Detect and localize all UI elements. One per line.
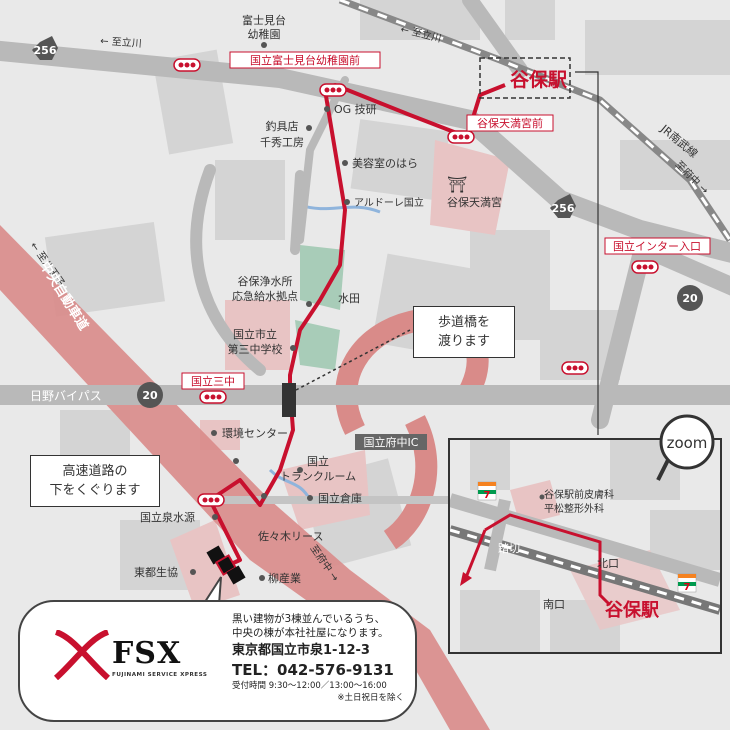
fuchu-ic-label: 国立府中IC	[364, 435, 419, 449]
water-plant-label-1: 谷保浄水所	[238, 274, 293, 288]
info-text: 黒い建物が3棟並んでいるうち、 中央の棟が本社社屋になります。 東京都国立市泉1…	[232, 612, 412, 704]
svg-text:7: 7	[684, 582, 691, 593]
school-label-2: 第三中学校	[228, 342, 283, 356]
route-256-b: 256	[552, 202, 575, 215]
sasaki-lease-label: 佐々木リース	[258, 529, 323, 543]
fujimidai-label-2: 幼稚園	[248, 28, 281, 41]
izumi-suigen-label: 国立泉水源	[140, 510, 195, 524]
pedestrian-bridge	[282, 383, 296, 417]
to-tachikawa-1: ← 至立川	[100, 34, 142, 50]
bus-stop-markers	[173, 58, 659, 507]
zoom-clinic-line-1: 谷保駅前皮膚科	[544, 488, 614, 501]
pink-areas	[170, 140, 510, 610]
fsx-logo: FSX FUJINAMI SERVICE XPRESS	[54, 622, 224, 682]
zoom-fumikiri: 踏切	[498, 541, 520, 555]
under-road-line-2: 下をくぐります	[49, 483, 141, 498]
kankyo-center-label: 環境センター	[222, 426, 288, 440]
zoom-north-exit: 北口	[597, 557, 619, 570]
fsx-brand-sub: FUJINAMI SERVICE XPRESS	[112, 672, 208, 678]
route-256-a: 256	[34, 44, 57, 57]
route-shield-256-b	[550, 194, 576, 218]
magnifier-icon: zoom	[656, 414, 715, 481]
route-20-b: 20	[682, 292, 698, 305]
seven-eleven-icon-1: 7	[477, 481, 497, 501]
zoom-label: zoom	[667, 434, 708, 452]
route-shield-256-a	[32, 36, 58, 60]
trunk-room-label-2: トランクルーム	[280, 470, 356, 483]
zoom-clinic-line-2: 平松整形外科	[544, 502, 604, 515]
yaho-tenmangu-mae: 谷保天満宮前	[477, 116, 543, 130]
trunk-room-label-1: 国立	[307, 454, 329, 468]
arudore-label: アルドーレ国立	[354, 196, 424, 209]
label-boxes	[181, 51, 711, 450]
hodokyo-line-1: 歩道橋を	[437, 315, 490, 330]
og-label: OG 技研	[334, 103, 377, 116]
suiden-label: 水田	[338, 292, 360, 305]
fsx-buildings	[206, 545, 246, 585]
info-closed: ※土日祝日を除く	[337, 693, 404, 703]
fujimidai-label-1: 富士見台	[242, 13, 286, 27]
zoom-south-exit: 南口	[543, 598, 565, 611]
info-tel: TEL：042-576-9131	[232, 661, 394, 679]
roads	[0, 0, 730, 504]
seven-eleven-icon-2: 7	[677, 573, 697, 593]
biyoshitsu-label: 美容室のはら	[352, 156, 418, 170]
tsurigu-label-1: 釣具店	[266, 119, 299, 133]
tokyo-seikyo-label: 東都生協	[134, 565, 178, 579]
fsx-brand: FSX	[112, 636, 182, 671]
jr-line	[338, 0, 730, 242]
interchange-entrance: 国立インター入口	[613, 239, 701, 253]
route-shield-20-b	[677, 285, 703, 311]
info-note-2: 中央の棟が本社社屋になります。	[232, 627, 389, 639]
info-card: FSX FUJINAMI SERVICE XPRESS 黒い建物が3棟並んでいる…	[18, 600, 417, 722]
school-label-1: 国立市立	[233, 327, 277, 341]
kunitachi-sanchu: 国立三中	[191, 374, 235, 388]
svg-text:7: 7	[484, 490, 491, 501]
green-area	[300, 245, 345, 310]
kunitachi-soko-label: 国立倉庫	[318, 491, 362, 505]
tsurigu-label-2: 千秀工房	[260, 136, 304, 149]
info-hours: 受付時間 9:30〜12:00／13:00〜16:00	[232, 681, 387, 691]
station-frame	[479, 57, 571, 99]
route-shield-20-a	[137, 382, 163, 408]
tenmangu-label: 谷保天満宮	[447, 195, 502, 209]
route-20-a: 20	[142, 389, 158, 402]
zoom-canvas: 7 7 谷保駅前皮膚科 平松整形外科 踏切 北口 南口 谷保駅	[450, 440, 720, 652]
zoom-station: 谷保駅	[605, 599, 660, 621]
info-note-1: 黒い建物が3棟並んでいるうち、	[232, 613, 386, 625]
shrine-icon: ⛩	[447, 175, 467, 194]
river	[299, 203, 381, 214]
hino-bypass-label: 日野バイパス	[30, 389, 102, 403]
hodokyo-callout: 歩道橋を 渡ります	[413, 306, 515, 358]
yaho-station-label: 谷保駅	[510, 68, 568, 91]
hodokyo-line-2: 渡ります	[437, 334, 490, 349]
yanagi-label: 柳産業	[268, 571, 301, 585]
under-road-callout: 高速道路の 下をくぐります	[30, 455, 160, 507]
fsx-logo-icon	[54, 630, 110, 680]
poi-dots	[190, 42, 350, 581]
info-address: 東京都国立市泉1-12-3	[232, 643, 370, 658]
under-road-line-1: 高速道路の	[62, 464, 128, 479]
bus-stop-fujimidai: 国立富士見台幼稚園前	[250, 53, 360, 67]
water-plant-label-2: 応急給水拠点	[232, 289, 298, 303]
zoom-inset: 7 7 谷保駅前皮膚科 平松整形外科 踏切 北口 南口 谷保駅	[448, 438, 722, 654]
